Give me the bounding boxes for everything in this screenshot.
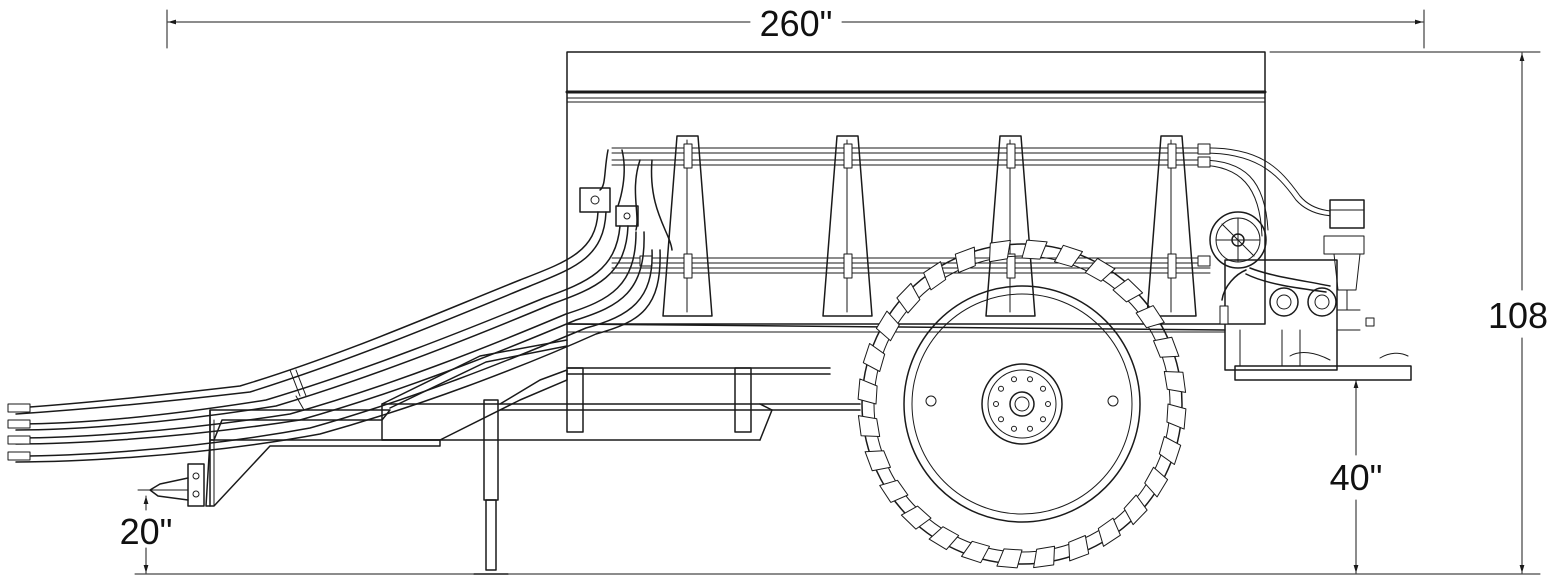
tire-tread-lug: [1166, 403, 1187, 430]
lug-nut: [1040, 385, 1046, 392]
tire-tread-lug: [1054, 244, 1083, 268]
tire-tread-lug: [1163, 371, 1187, 393]
tire-tread-lug: [896, 282, 921, 314]
lug-nut: [1027, 376, 1033, 383]
stake-1: [662, 135, 713, 317]
tire-tread-lug: [1097, 517, 1121, 547]
tire-tread-lug: [1112, 278, 1144, 303]
tire-tread-lug: [900, 505, 932, 530]
tire-tread-lug: [857, 378, 878, 405]
tire-tread-lug: [923, 261, 947, 291]
tire-tread-lug: [862, 343, 886, 372]
tire-tread-lug: [954, 246, 976, 273]
lug-nut: [998, 416, 1004, 423]
wheel-assembly: [857, 239, 1187, 569]
chassis-frame: [381, 323, 861, 441]
length-dimension-label: 260": [760, 3, 833, 44]
wheel-lug-nuts: [993, 376, 1051, 432]
tire-tread-lug: [1033, 545, 1055, 569]
lug-nut: [993, 401, 999, 407]
stake-2: [822, 135, 873, 317]
valve-block: [579, 149, 673, 251]
hitch-tongue: [205, 369, 441, 507]
tire-tread-lug: [1084, 257, 1116, 282]
lug-nut: [1011, 376, 1017, 383]
tire-tread-lug: [928, 526, 960, 551]
hose-couplers: [7, 403, 31, 461]
tire-tread-lug: [1135, 305, 1165, 329]
discharge-height-dimension: 40": [1330, 379, 1383, 574]
tire-tread-lug: [961, 540, 990, 564]
tire-tread-lug: [857, 415, 881, 437]
tire-tread-lug: [1144, 466, 1169, 498]
lug-nut: [1027, 425, 1033, 432]
line-clamps: [639, 143, 1211, 279]
upper-hydraulic-lines: [611, 147, 1351, 237]
rate-controller: [1323, 199, 1365, 311]
lug-nut: [1040, 416, 1046, 423]
height-dimension: 108: [1269, 51, 1548, 574]
hitch-clevis: [149, 463, 205, 507]
tire-tread-lug: [1068, 535, 1090, 562]
discharge-height-label: 40": [1330, 457, 1383, 498]
height-dimension-label: 108: [1488, 295, 1548, 336]
hitch-height-label: 20": [120, 511, 173, 552]
lug-nut: [1011, 425, 1017, 432]
tire-tread-lug: [1021, 239, 1048, 260]
hopper-box: [565, 51, 1267, 333]
parking-jack: [473, 399, 509, 575]
hydraulic-hoses-to-tractor: [15, 211, 661, 463]
spinner-motors: [1219, 267, 1337, 325]
lug-nut: [998, 385, 1004, 392]
rear-drive-assembly: [1224, 259, 1412, 381]
tire-tread-lug: [1158, 436, 1182, 465]
tire-tread-lug: [879, 479, 909, 503]
stake-4: [1146, 135, 1197, 317]
tire-treads: [857, 239, 1187, 569]
lug-nut: [1045, 401, 1051, 407]
tire-tread-lug: [875, 310, 900, 342]
tire-tread-lug: [1123, 494, 1148, 526]
tire-tread-lug: [989, 239, 1011, 263]
length-dimension: 260": [166, 3, 1425, 49]
tire-tread-lug: [864, 450, 891, 472]
hydraulic-motor-valve: [1209, 211, 1267, 269]
tire-tread-lug: [1153, 336, 1180, 358]
tire-tread-lug: [996, 548, 1023, 569]
lower-hydraulic-lines: [611, 257, 1211, 274]
